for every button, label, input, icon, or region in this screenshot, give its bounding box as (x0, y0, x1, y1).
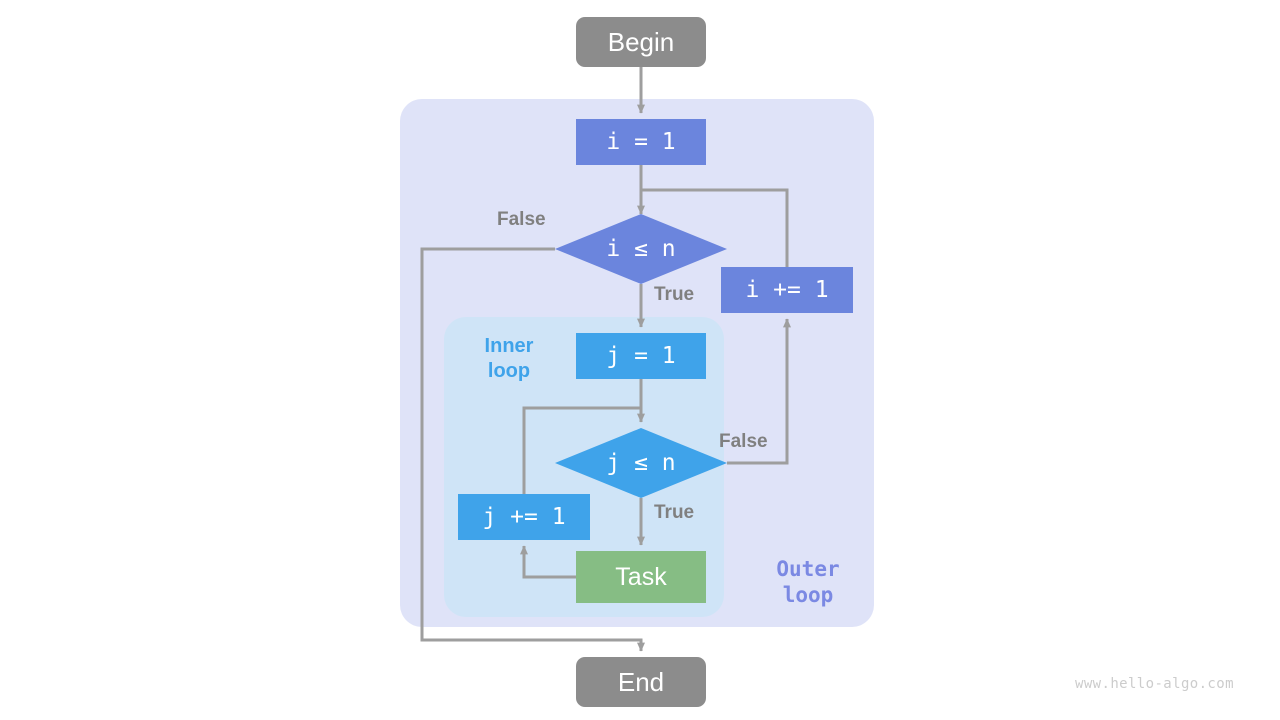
edge-label-i-false: False (497, 209, 546, 230)
edge-cond-i-false-to-end (420, 247, 645, 652)
node-i-init[interactable]: i = 1 (576, 119, 706, 165)
node-j-init[interactable]: j = 1 (576, 333, 706, 379)
watermark: www.hello-algo.com (1075, 676, 1234, 692)
edge-label-i-true: True (654, 284, 695, 305)
node-j-increment[interactable]: j += 1 (458, 494, 590, 540)
edge-label-j-false: False (719, 431, 768, 452)
node-begin[interactable]: Begin (576, 17, 706, 67)
edge-label-j-true: True (654, 502, 695, 523)
edge-cond-j-false-to-i-inc (727, 318, 791, 465)
node-end[interactable]: End (576, 657, 706, 707)
edge-i-inc-to-cond-i (641, 188, 789, 267)
decision-cond-j (555, 428, 727, 498)
edge-j-inc-to-cond-j (522, 406, 641, 494)
decision-cond-i (555, 214, 727, 284)
outer-loop-label: Outer loop (776, 557, 840, 608)
node-i-increment[interactable]: i += 1 (721, 267, 853, 313)
node-task[interactable]: Task (576, 551, 706, 603)
inner-loop-label: Inner loop (484, 335, 534, 382)
edge-task-to-j-inc (520, 545, 576, 579)
